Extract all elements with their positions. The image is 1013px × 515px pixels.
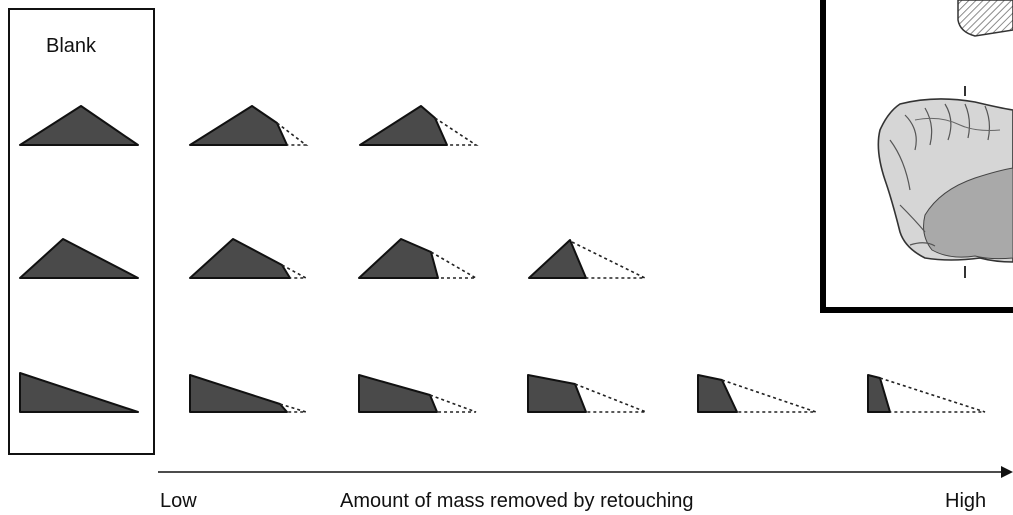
- axis-title: Amount of mass removed by retouching: [340, 490, 694, 512]
- row-3-stage-5: [867, 374, 986, 413]
- row-2-stage-3: [528, 239, 646, 279]
- row-3-stage-3: [527, 374, 647, 413]
- axis-low-label: Low: [160, 490, 197, 512]
- row-1-stage-2: [359, 105, 479, 146]
- row-3-stage-4: [697, 374, 817, 413]
- row-2-stage-2: [358, 238, 479, 279]
- row-3-stage-2: [358, 374, 477, 413]
- row-2-stage-1: [189, 238, 307, 279]
- axis-arrowhead: [1001, 466, 1013, 478]
- blank-column-frame: [8, 8, 155, 455]
- axis-high-label: High: [945, 490, 986, 512]
- blank-flake-row-1: [19, 105, 139, 146]
- cross-section-icon: [957, 0, 1013, 37]
- inset-artifact-illustration: [820, 0, 1013, 313]
- blank-flake-row-3: [19, 372, 139, 413]
- blank-label: Blank: [46, 35, 97, 57]
- row-1-stage-1: [189, 105, 309, 146]
- row-3-stage-1: [189, 374, 307, 413]
- blank-flake-row-2: [19, 238, 139, 279]
